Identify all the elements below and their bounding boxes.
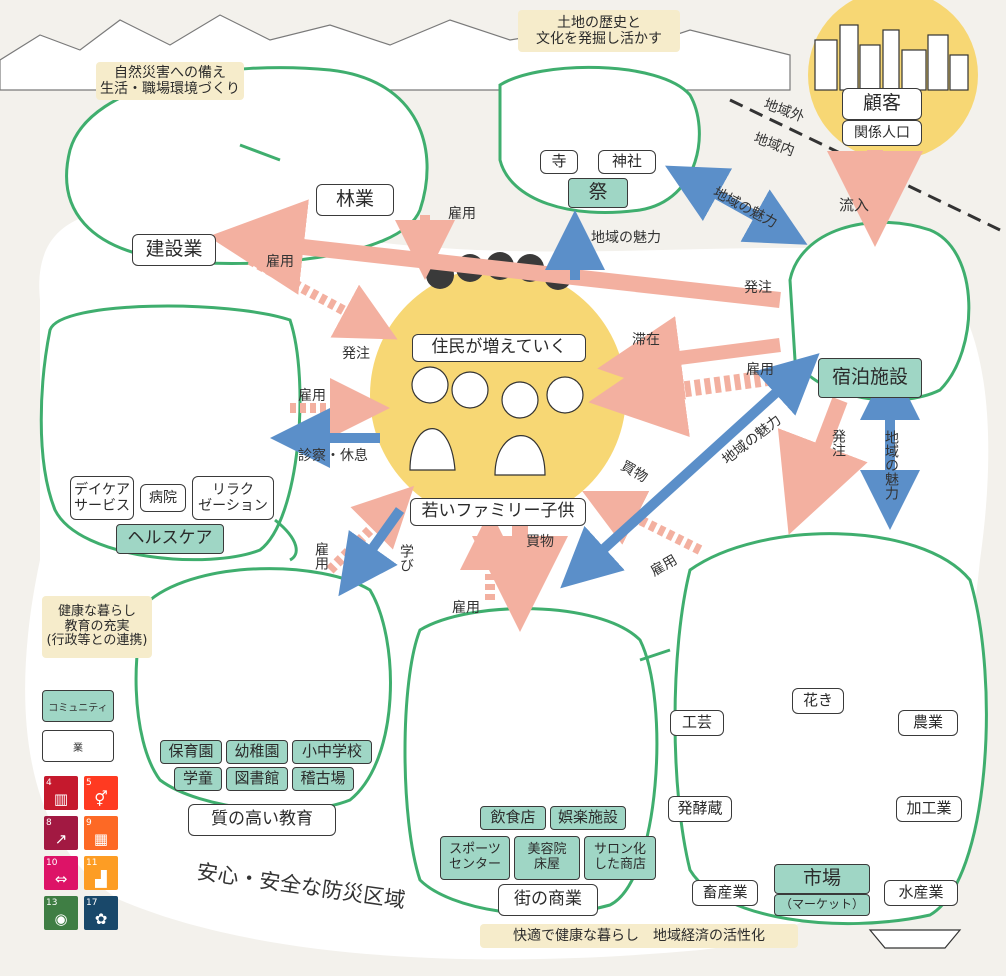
- node-quality-education: 質の高い教育: [188, 804, 336, 836]
- flow-appeal-market: 地域の魅力: [883, 430, 900, 500]
- node-festival: 祭: [568, 178, 628, 208]
- flow-inflow: 流入: [838, 196, 869, 215]
- node-related-population: 関係人口: [842, 120, 922, 146]
- node-temple: 寺: [540, 150, 578, 174]
- flow-appeal-festival: 地域の魅力: [591, 229, 661, 246]
- node-processing: 加工業: [896, 796, 962, 822]
- sdg-goal-4-icon: 4▥: [44, 776, 78, 810]
- note-economy: 快適で健康な暮らし 地域経済の活性化: [480, 924, 798, 948]
- node-healthcare: ヘルスケア: [116, 524, 224, 554]
- sdg-goal-5-icon: 5⚥: [84, 776, 118, 810]
- sdg-goal-8-icon: 8↗: [44, 816, 78, 850]
- flow-order-construction: 発注: [744, 279, 772, 296]
- node-market: 市場: [774, 864, 870, 894]
- arrow-appeal-commerce: [560, 353, 820, 589]
- family-illustration: [409, 366, 584, 476]
- sdg-goal-13-icon: 13◉: [44, 896, 78, 930]
- flow-learning: 学び: [398, 544, 415, 572]
- arrow-employ-construction: [247, 255, 398, 340]
- note-health-education: 健康な暮らし 教育の充実 (行政等との連携): [42, 596, 152, 658]
- boat-illustration: [868, 929, 962, 949]
- city-icon: ▟: [95, 870, 107, 888]
- blocks-icon: ▦: [93, 830, 109, 848]
- node-fisheries: 水産業: [884, 880, 958, 906]
- node-salon-shop: サロン化 した商店: [584, 836, 656, 880]
- node-after-school: 学童: [174, 767, 222, 791]
- legend-industry: 業: [42, 730, 114, 762]
- node-shrine: 神社: [598, 150, 656, 174]
- sdg-goal-10-icon: 10⇔: [44, 856, 78, 890]
- arrow-order-to-construction: [208, 199, 781, 308]
- equality-icon: ⇔: [54, 870, 68, 888]
- blob-healthcare: [39, 304, 302, 562]
- center-circle: [370, 267, 626, 523]
- node-school: 小中学校: [292, 740, 372, 764]
- node-livestock: 畜産業: [692, 880, 758, 906]
- growth-chart-icon: ↗: [54, 830, 68, 848]
- flow-employ-health: 雇用: [298, 387, 326, 404]
- node-nursery: 保育園: [160, 740, 222, 764]
- flow-shopping-bottom: 買物: [526, 533, 554, 550]
- flow-employ-forestry: 雇用: [448, 205, 476, 222]
- node-hospital: 病院: [140, 484, 186, 512]
- sdg-goal-9-icon: 9▦: [84, 816, 118, 850]
- legend-community: コミュニティ: [42, 690, 114, 722]
- node-agriculture: 農業: [898, 710, 958, 736]
- node-customer: 顧客: [842, 88, 922, 120]
- flow-stay: 滞在: [632, 331, 660, 348]
- node-brewery: 発酵蔵: [668, 796, 732, 822]
- arrow-appeal-festival-accom: [665, 165, 808, 245]
- green-connectors: [239, 143, 671, 662]
- flow-employ-edu: 雇用: [313, 542, 330, 570]
- flow-order-center: 発注: [342, 345, 370, 362]
- flow-employ-commerce: 雇用: [452, 599, 480, 616]
- node-town-commerce: 街の商業: [498, 884, 598, 916]
- blob-market: [673, 532, 988, 926]
- book-icon: ▥: [53, 790, 69, 808]
- blue-arrows: [270, 165, 920, 597]
- arrow-employ-edu: [326, 485, 415, 574]
- node-crafts: 工芸: [670, 710, 724, 736]
- flow-employ-accom: 雇用: [746, 361, 774, 378]
- city-skyline: [814, 24, 969, 91]
- node-relaxation: リラク ゼーション: [192, 476, 274, 520]
- note-disaster-preparedness: 自然災害への備え 生活・職場環境づくり: [96, 62, 244, 100]
- node-sports-center: スポーツ センター: [440, 836, 510, 880]
- node-construction: 建設業: [132, 234, 216, 266]
- node-daycare: デイケア サービス: [70, 476, 134, 520]
- eye-icon: ◉: [54, 910, 68, 928]
- boundary-dashed-line: [729, 98, 1001, 232]
- sdg-goal-11-icon: 11▟: [84, 856, 118, 890]
- node-entertainment: 娯楽施設: [550, 806, 626, 830]
- flow-order-market: 発注: [830, 429, 847, 457]
- node-library: 図書館: [226, 767, 288, 791]
- node-forestry: 林業: [316, 184, 394, 216]
- node-accommodation: 宿泊施設: [818, 358, 922, 398]
- note-history-culture: 土地の歴史と 文化を発掘し活かす: [518, 10, 680, 52]
- node-market-sub: （マーケット）: [774, 894, 870, 916]
- partnership-icon: ✿: [94, 910, 108, 928]
- node-beauty-salon: 美容院 床屋: [514, 836, 580, 880]
- node-restaurant: 飲食店: [480, 806, 546, 830]
- node-residents: 住民が増えていく: [412, 334, 586, 362]
- gender-icon: ⚥: [94, 790, 108, 808]
- node-young-family: 若いファミリー子供: [410, 498, 586, 526]
- sdg-goal-17-icon: 17✿: [84, 896, 118, 930]
- flow-medical-rest: 診察・休息: [298, 447, 368, 464]
- node-lessons: 稽古場: [292, 767, 354, 791]
- node-kindergarten: 幼稚園: [226, 740, 288, 764]
- flow-employ-construction: 雇用: [266, 253, 294, 270]
- blob-festival: [498, 65, 701, 214]
- arrow-learning: [338, 507, 405, 597]
- node-flowers: 花き: [792, 688, 844, 714]
